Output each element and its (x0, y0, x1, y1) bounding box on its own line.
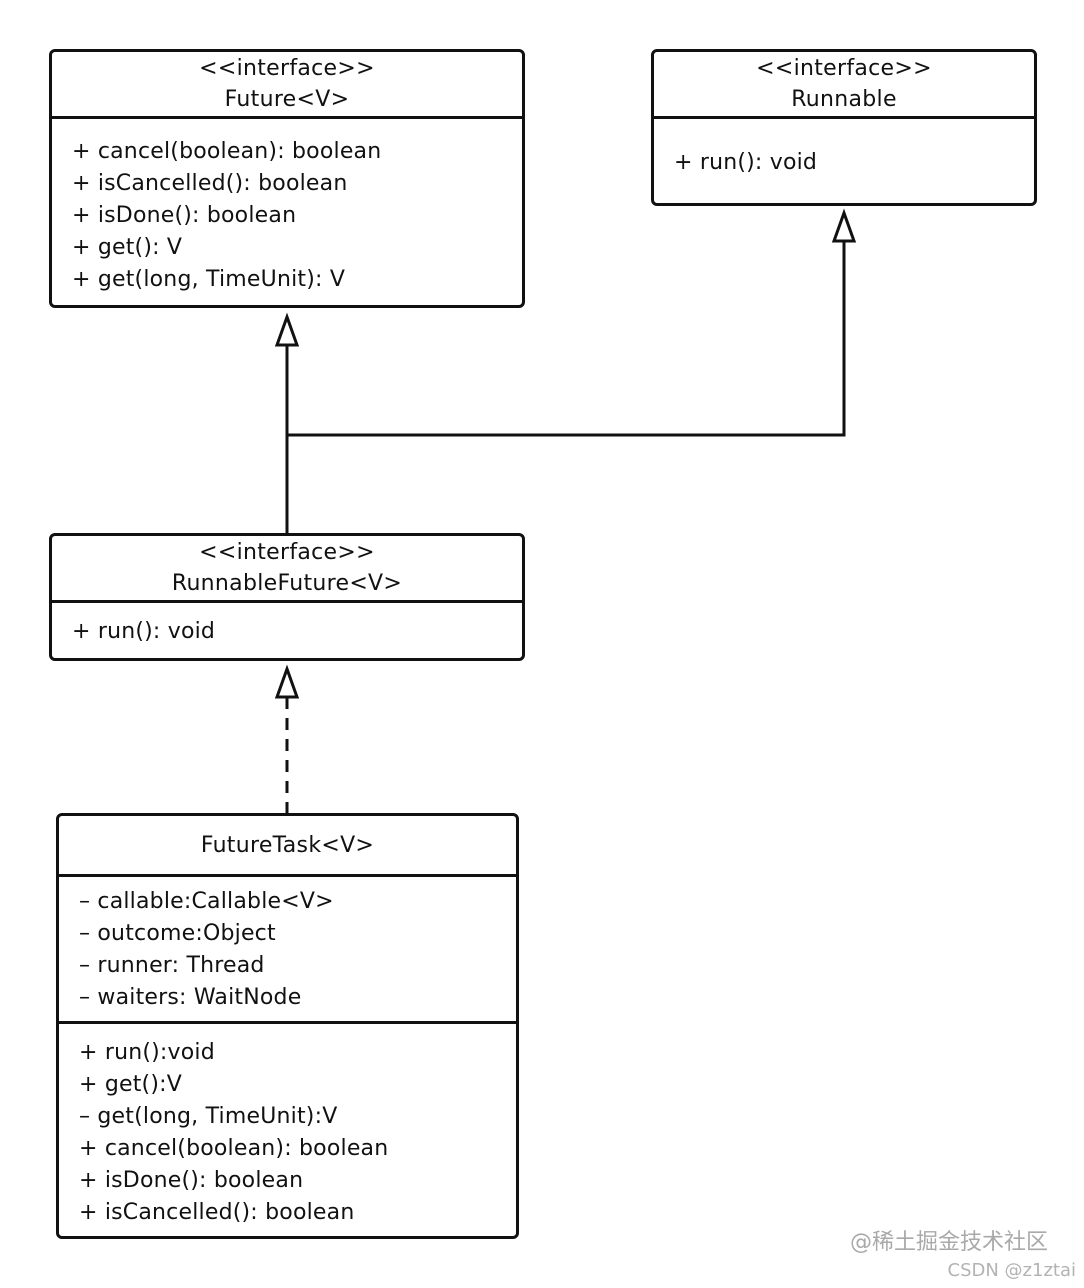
generalization-line-runnablefuture-runnable (287, 241, 846, 437)
method-item: + isCancelled(): boolean (79, 1200, 355, 1225)
method-item: + isCancelled(): boolean (72, 171, 348, 196)
class-futuretask-header: FutureTask<V> (59, 816, 516, 877)
class-runnablefuture-methods: + run(): void (52, 603, 522, 648)
generalization-arrowhead-future (274, 312, 300, 347)
method-item: + cancel(boolean): boolean (72, 139, 382, 164)
class-runnable-methods: + run(): void (654, 119, 1034, 179)
method-item: + cancel(boolean): boolean (79, 1136, 389, 1161)
field-item: – outcome:Object (79, 921, 276, 946)
class-futuretask-methods: + run():void + get():V – get(long, TimeU… (59, 1024, 516, 1229)
class-runnable-name: Runnable (791, 87, 897, 112)
class-futuretask-name: FutureTask<V> (200, 832, 375, 858)
method-item: + get(long, TimeUnit): V (72, 267, 346, 292)
class-future-stereotype: <<interface>> (199, 56, 375, 81)
class-runnable: <<interface>> Runnable + run(): void (651, 49, 1037, 206)
class-future: <<interface>> Future<V> + cancel(boolean… (49, 49, 525, 308)
class-runnable-stereotype: <<interface>> (756, 56, 932, 81)
class-runnablefuture-header: <<interface>> RunnableFuture<V> (52, 536, 522, 603)
watermark-credit: CSDN @z1ztai (947, 1260, 1076, 1281)
generalization-arrowhead-runnable (831, 208, 857, 243)
class-future-header: <<interface>> Future<V> (52, 52, 522, 119)
field-item: – waiters: WaitNode (79, 985, 302, 1010)
class-runnablefuture: <<interface>> RunnableFuture<V> + run():… (49, 533, 525, 661)
method-item: + isDone(): boolean (79, 1168, 304, 1193)
class-runnable-header: <<interface>> Runnable (654, 52, 1034, 119)
method-item: + run():void (79, 1040, 215, 1065)
method-item: – get(long, TimeUnit):V (79, 1104, 338, 1129)
method-item: + get():V (79, 1072, 182, 1097)
class-runnablefuture-name: RunnableFuture<V> (171, 571, 403, 596)
method-item: + run(): void (72, 619, 216, 644)
class-futuretask-fields: – callable:Callable<V> – outcome:Object … (59, 877, 516, 1024)
class-futuretask: FutureTask<V> – callable:Callable<V> – o… (56, 813, 519, 1239)
method-item: + isDone(): boolean (72, 203, 297, 228)
watermark-text: @稀土掘金技术社区 (849, 1230, 1048, 1255)
field-item: – callable:Callable<V> (79, 889, 334, 914)
class-runnablefuture-stereotype: <<interface>> (199, 540, 375, 565)
method-item: + get(): V (72, 235, 183, 260)
method-item: + run(): void (674, 150, 818, 175)
realization-arrowhead-runnablefuture (274, 664, 300, 699)
class-future-name: Future<V> (224, 87, 350, 112)
class-future-methods: + cancel(boolean): boolean + isCancelled… (52, 119, 522, 296)
field-item: – runner: Thread (79, 953, 265, 978)
